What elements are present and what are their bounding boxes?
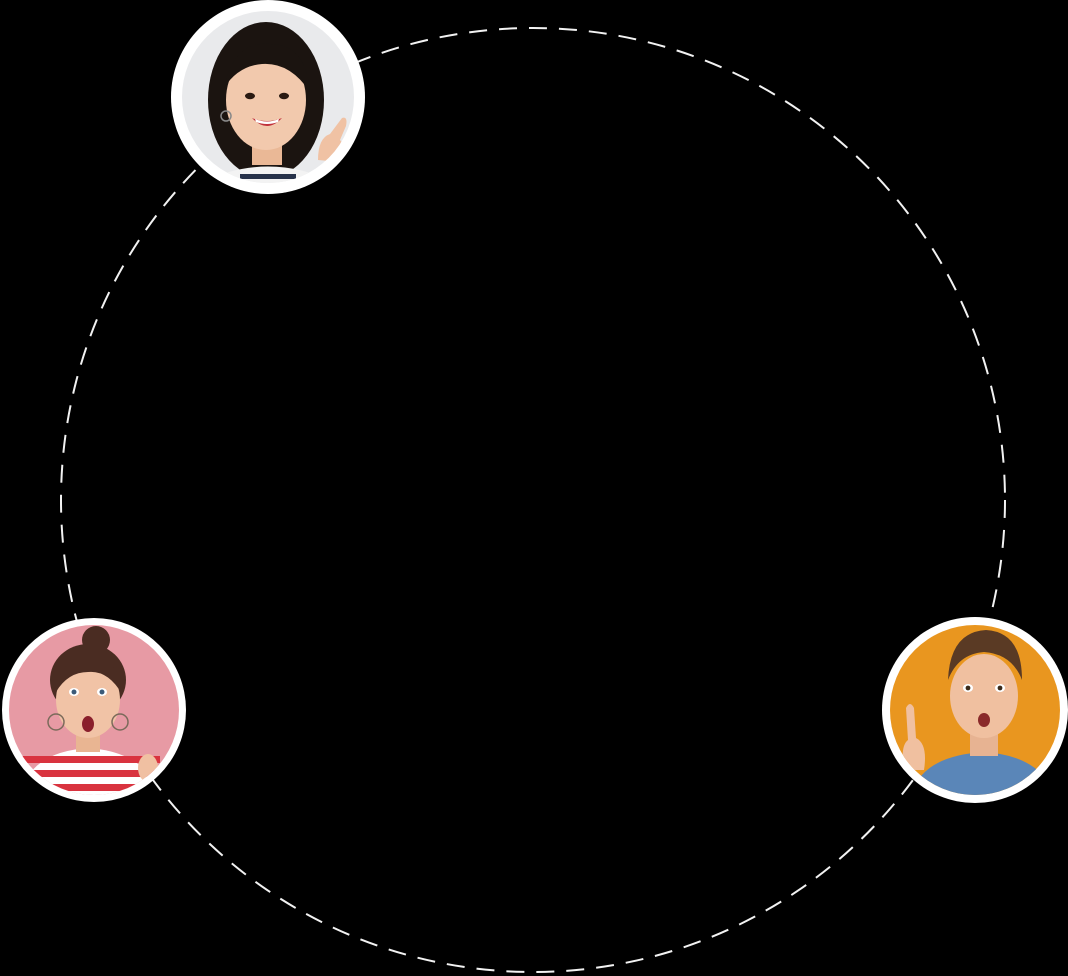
avatar-smiling-woman (171, 0, 365, 194)
dashed-orbit-ring (60, 27, 1006, 973)
avatar-surprised-man (882, 617, 1068, 803)
avatar-surprised-woman (2, 618, 186, 802)
